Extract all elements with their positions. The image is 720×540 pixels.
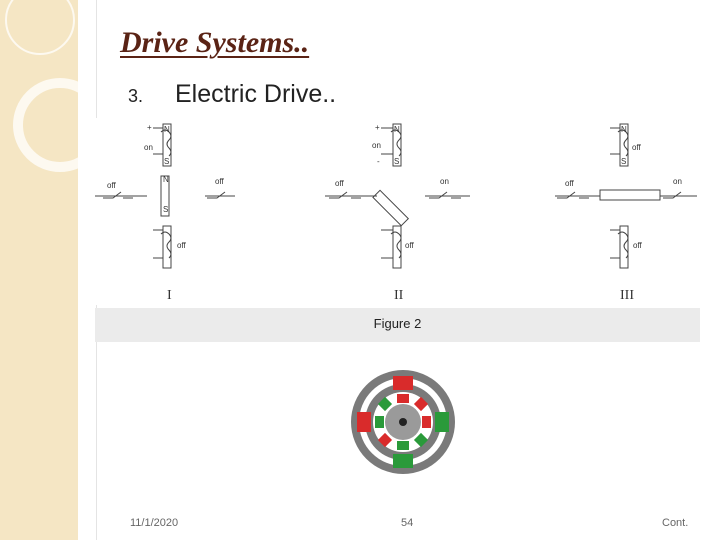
footer-continued: Cont.: [662, 517, 689, 529]
panel1-n-label: N: [164, 125, 170, 134]
slide-title: Drive Systems..: [120, 26, 310, 59]
panel3-left-label: off: [565, 179, 575, 188]
panel1-s-label: S: [164, 157, 169, 166]
panel2-minus-label: -: [377, 157, 380, 166]
panel1-bottom-label: off: [177, 241, 187, 250]
panel1-right-label: off: [215, 177, 225, 186]
panel1-plus-label: +: [147, 123, 152, 132]
panel2-plus-label: +: [375, 123, 380, 132]
panel2-n-label: N: [394, 125, 400, 134]
electromagnet-switch-icon: on off off off N S N S + on off on off N…: [95, 123, 697, 269]
panel1-rotor-s-label: S: [163, 205, 168, 214]
panel3-bottom-label: off: [633, 241, 643, 250]
footer-page-number: 54: [401, 517, 414, 529]
panel2-left-label: off: [335, 179, 345, 188]
panel-label-3: III: [620, 288, 634, 303]
footer-date: 11/1/2020: [130, 517, 179, 529]
panel2-s-label: S: [394, 157, 399, 166]
bullet-text: Electric Drive..: [175, 80, 337, 108]
stepper-motor-icon: [351, 370, 455, 474]
figure-caption-band: Figure 2: [95, 308, 700, 342]
panel1-rotor-n-label: N: [163, 175, 169, 184]
panel2-top-label: on: [372, 141, 381, 150]
panel3-top-label: off: [632, 143, 642, 152]
panel-label-2: II: [394, 288, 404, 303]
panel3-right-label: on: [673, 177, 682, 186]
panel1-top-label: on: [144, 143, 153, 152]
panel3-n-label: N: [621, 125, 627, 134]
circle-decoration-icon: [5, 0, 107, 172]
figure-caption: Figure 2: [373, 316, 422, 331]
bullet-number: 3.: [128, 86, 144, 106]
panel-label-1: I: [167, 288, 172, 303]
panel2-right-label: on: [440, 177, 449, 186]
panel1-left-label: off: [107, 181, 117, 190]
panel2-bottom-label: off: [405, 241, 415, 250]
panel3-s-label: S: [621, 157, 626, 166]
figure-panel: on off off off N S N S + on off on off N…: [95, 118, 700, 305]
